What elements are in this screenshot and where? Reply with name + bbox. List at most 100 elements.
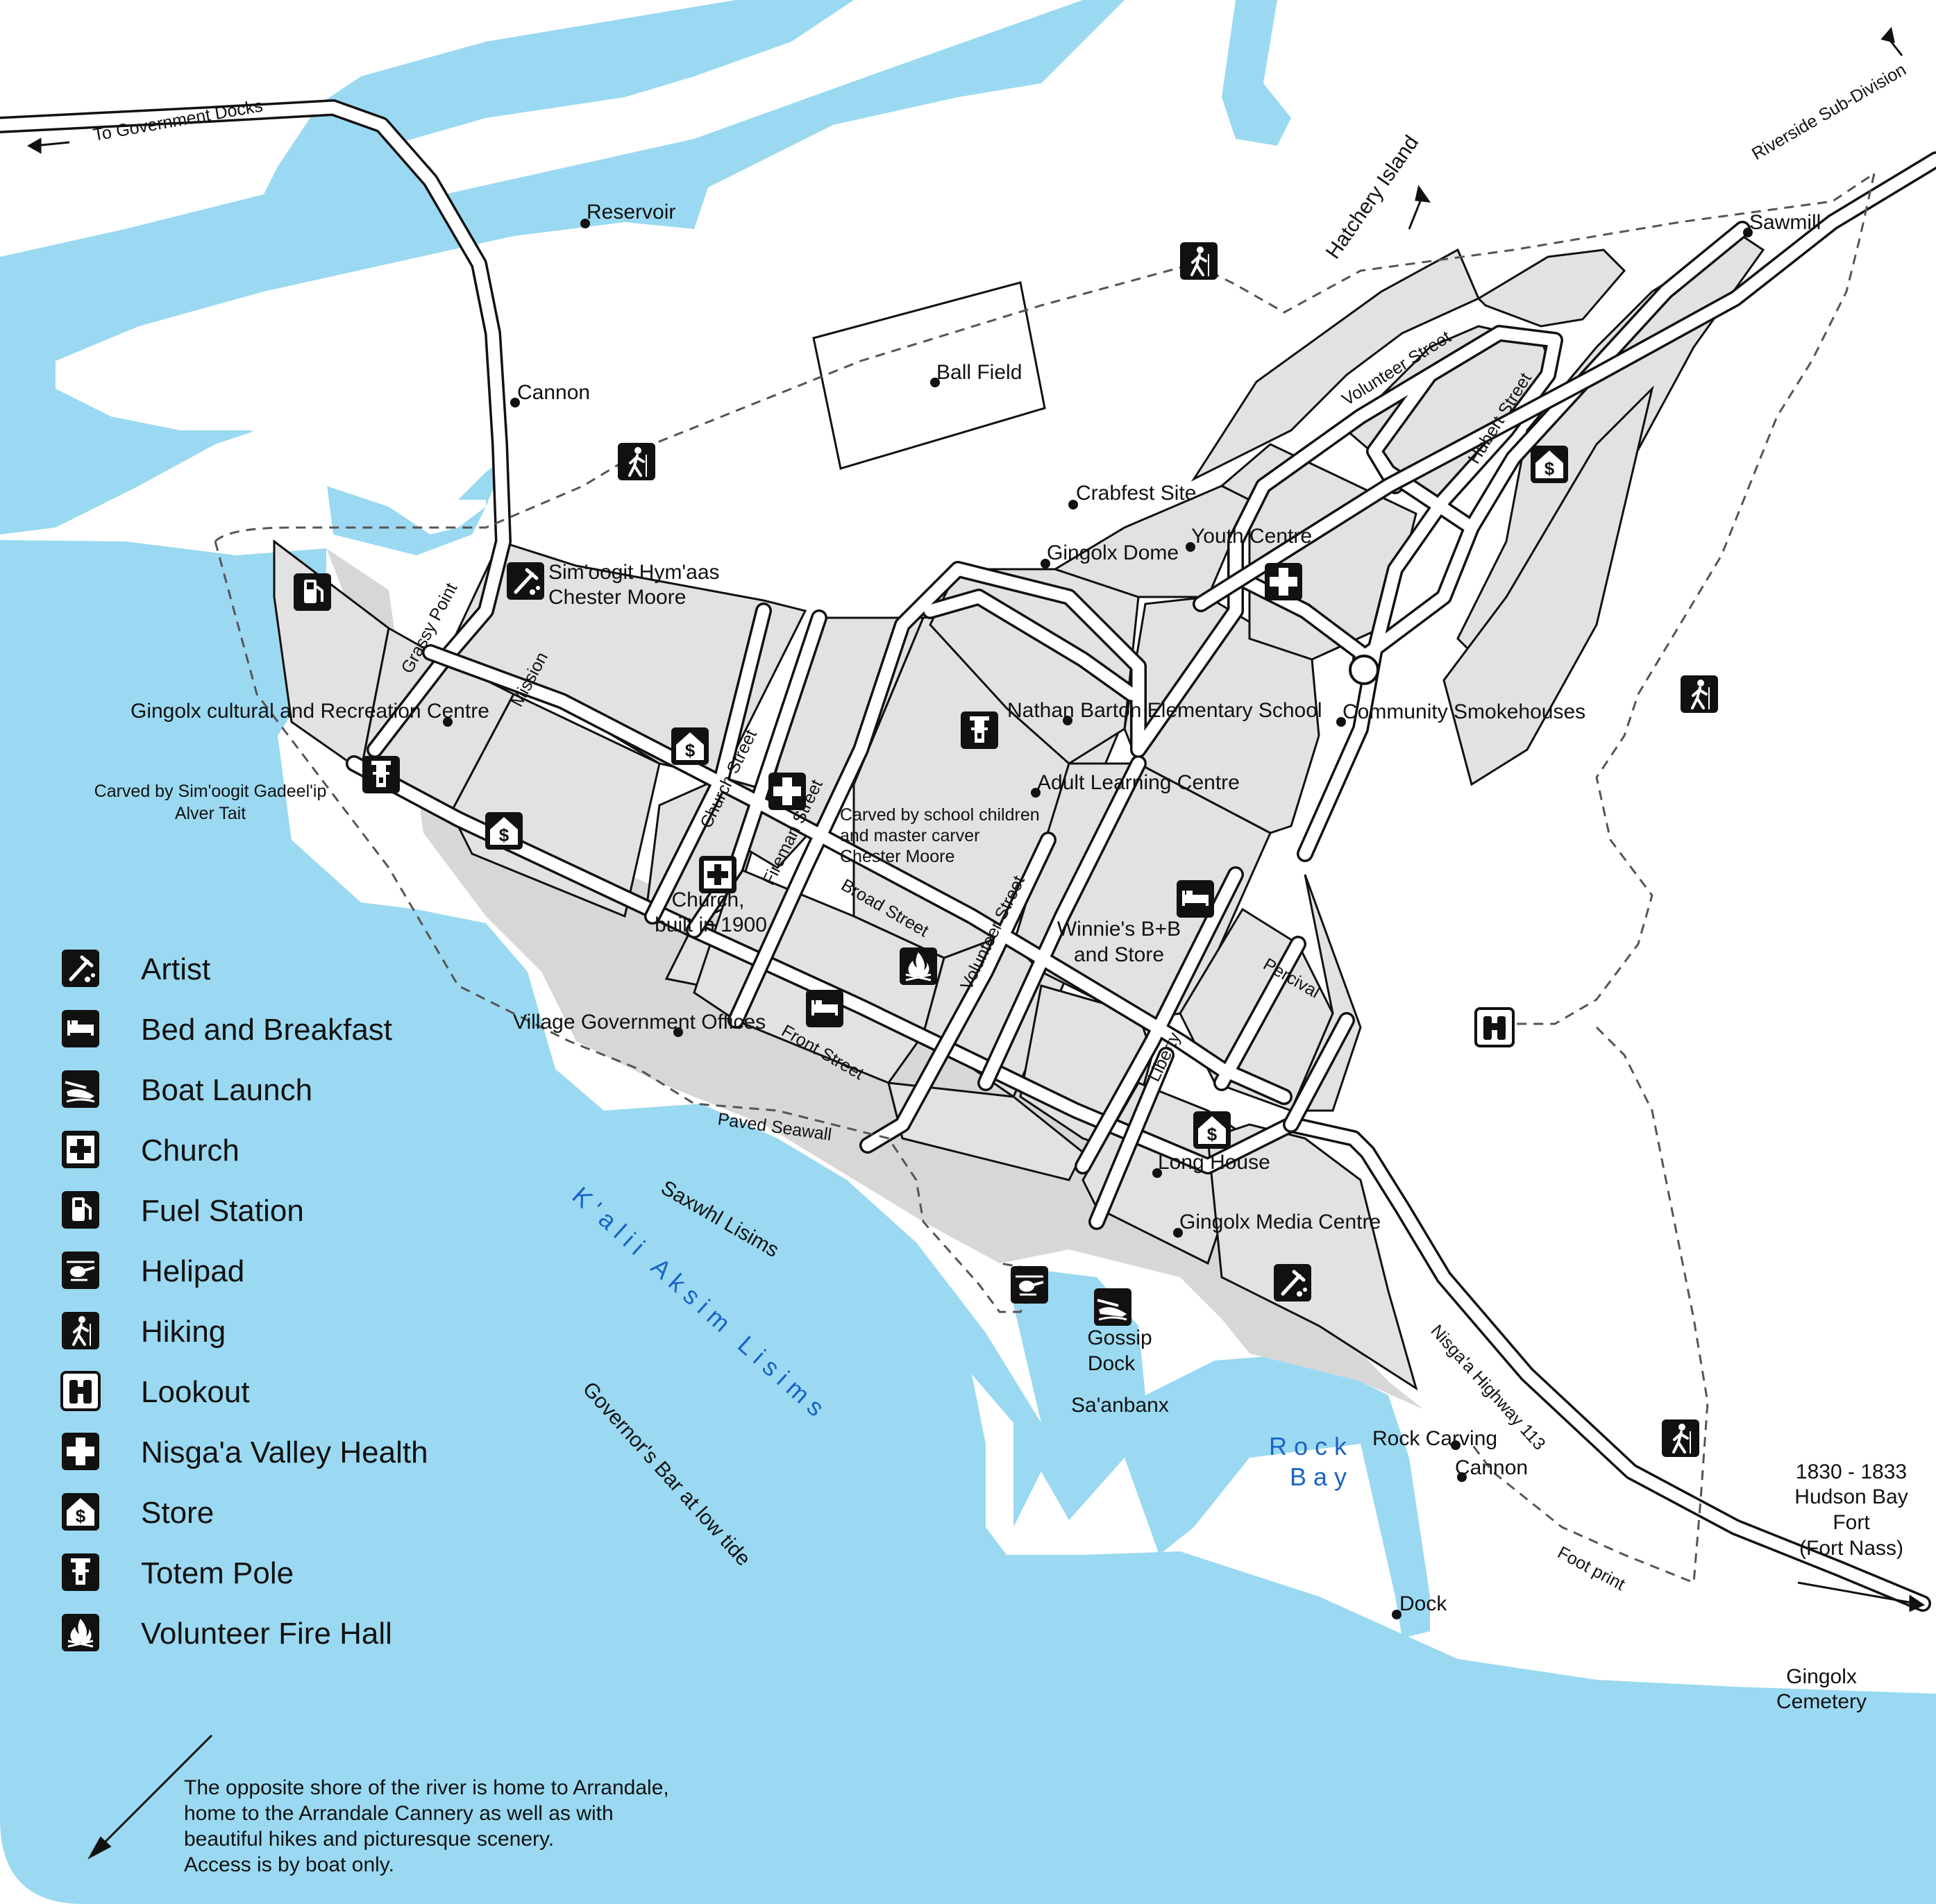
legend-item: Totem Pole xyxy=(62,1553,294,1591)
label-saanbanx: Sa'anbanx xyxy=(1071,1394,1169,1417)
arrandale-note: The opposite shore of the river is home … xyxy=(184,1776,669,1876)
roads xyxy=(0,99,1936,1612)
block-percival-east xyxy=(1289,874,1362,1112)
label-artist-1: Sim'oogit Hym'aas xyxy=(548,561,720,584)
svg-text:Lookout: Lookout xyxy=(141,1375,250,1409)
label-winnies-2: and Store xyxy=(1074,943,1164,966)
label-sawmill: Sawmill xyxy=(1749,211,1821,234)
svg-text:Nisga'a Valley Health: Nisga'a Valley Health xyxy=(141,1435,428,1469)
label-adult-learning: Adult Learning Centre xyxy=(1037,771,1240,794)
label-fort-alt: (Fort Nass) xyxy=(1799,1537,1903,1560)
legend-item: Nisga'a Valley Health xyxy=(62,1433,428,1470)
svg-text:Boat Launch: Boat Launch xyxy=(141,1073,312,1107)
legend-item: Volunteer Fire Hall xyxy=(60,1612,392,1653)
bed-icon xyxy=(62,1010,99,1047)
store-icon xyxy=(1193,1111,1231,1149)
bed-icon xyxy=(806,990,843,1027)
svg-text:Bed and Breakfast: Bed and Breakfast xyxy=(141,1013,392,1047)
label-gingolx-dome: Gingolx Dome xyxy=(1047,541,1179,564)
lookout-icon xyxy=(60,1371,101,1411)
totem-icon xyxy=(961,711,998,749)
legend-item: Fuel Station xyxy=(60,1190,304,1230)
label-crabfest: Crabfest Site xyxy=(1076,482,1196,505)
label-rock-bay-2: Bay xyxy=(1290,1463,1354,1491)
hiking-icon xyxy=(1679,674,1719,714)
label-artist-2: Chester Moore xyxy=(548,586,686,609)
health-icon xyxy=(1265,563,1302,600)
artist-icon xyxy=(62,950,99,987)
label-fort-word: Fort xyxy=(1833,1511,1870,1534)
label-church-1: Church, xyxy=(671,888,744,911)
place-labels: Reservoir Ball Field Cannon Sawmill Crab… xyxy=(94,201,1867,1713)
label-rock-bay-1: Rock xyxy=(1269,1432,1354,1460)
church-icon xyxy=(62,1131,99,1168)
hiking-icon xyxy=(60,1311,101,1351)
church-icon xyxy=(699,856,736,893)
legend-item: Hiking xyxy=(60,1311,226,1351)
fuel-icon xyxy=(292,572,333,612)
svg-text:Fuel Station: Fuel Station xyxy=(141,1194,304,1228)
label-cemetery-2: Cemetery xyxy=(1776,1690,1867,1713)
label-media-centre: Gingolx Media Centre xyxy=(1179,1211,1381,1233)
hiking-icon xyxy=(1660,1418,1701,1458)
hiking-trails xyxy=(214,172,1876,1585)
legend-item: Helipad xyxy=(60,1250,244,1290)
place-dots xyxy=(443,219,1753,1619)
artist-icon xyxy=(507,562,544,600)
block-smokehouses xyxy=(1442,385,1654,786)
label-fort-dates: 1830 - 1833 xyxy=(1796,1460,1907,1483)
fire-hall-icon xyxy=(898,946,938,986)
label-village-office: Village Government Offices xyxy=(513,1011,766,1034)
svg-text:Church: Church xyxy=(141,1134,239,1168)
svg-text:Artist: Artist xyxy=(141,952,210,986)
lookout-icon xyxy=(1474,1007,1515,1047)
svg-text:Hiking: Hiking xyxy=(141,1315,226,1349)
label-smokehouses: Community Smokehouses xyxy=(1342,700,1585,723)
label-reservoir: Reservoir xyxy=(587,201,675,224)
store-icon xyxy=(62,1493,99,1531)
cul-de-sac xyxy=(1349,655,1379,685)
block-broad-south xyxy=(693,866,945,1084)
artist-icon xyxy=(1274,1264,1311,1301)
svg-text:Access is by boat only.: Access is by boat only. xyxy=(184,1853,394,1876)
upper-right-inlet xyxy=(1222,0,1291,146)
label-fort-name: Hudson Bay xyxy=(1794,1485,1908,1508)
svg-text:beautiful hikes and picturesqu: beautiful hikes and picturesque scenery. xyxy=(184,1828,554,1851)
label-youth-centre: Youth Centre xyxy=(1191,525,1312,548)
fuel-icon xyxy=(60,1190,101,1230)
label-carved-1: Carved by Sim'oogit Gadeel'ip xyxy=(94,782,327,801)
ball-field xyxy=(812,281,1046,470)
hiking-icon xyxy=(1179,241,1219,281)
label-gossip-2: Dock xyxy=(1088,1352,1136,1375)
label-riverside: Riverside Sub-Division xyxy=(1749,60,1910,164)
label-school-carving-1: Carved by school children xyxy=(840,805,1040,825)
label-ball-field: Ball Field xyxy=(936,361,1022,384)
svg-text:Volunteer Fire Hall: Volunteer Fire Hall xyxy=(141,1617,392,1651)
legend-item: Artist xyxy=(62,950,210,987)
label-cemetery-1: Gingolx xyxy=(1786,1665,1857,1688)
legend: Artist Bed and Breakfast Boat Launch Chu… xyxy=(60,950,428,1653)
legend-item: Bed and Breakfast xyxy=(62,1010,392,1047)
label-school-carving-2: and master carver xyxy=(840,826,979,845)
label-cultural-centre: Gingolx cultural and Recreation Centre xyxy=(131,700,489,723)
label-rock-carving: Rock Carving xyxy=(1372,1427,1497,1450)
boat-launch-icon xyxy=(1093,1287,1133,1327)
block-store-west xyxy=(450,693,661,918)
svg-text:Helipad: Helipad xyxy=(141,1254,244,1288)
store-icon xyxy=(1531,446,1568,483)
label-foot-print: Foot print xyxy=(1554,1543,1628,1594)
direction-arrows xyxy=(26,26,1926,1860)
label-dock: Dock xyxy=(1399,1592,1447,1615)
label-carved-2: Alver Tait xyxy=(175,804,246,823)
label-nathan-barton: Nathan Barton Elementary School xyxy=(1007,699,1322,722)
bed-icon xyxy=(1177,880,1214,918)
label-hatchery-island: Hatchery Island xyxy=(1322,131,1424,263)
svg-text:Totem Pole: Totem Pole xyxy=(141,1556,294,1590)
label-gossip-1: Gossip xyxy=(1087,1326,1152,1349)
label-church-2: built in 1900 xyxy=(655,913,767,936)
health-icon xyxy=(62,1433,99,1470)
reservoir-island xyxy=(56,222,708,534)
boat-launch-icon xyxy=(60,1069,101,1109)
